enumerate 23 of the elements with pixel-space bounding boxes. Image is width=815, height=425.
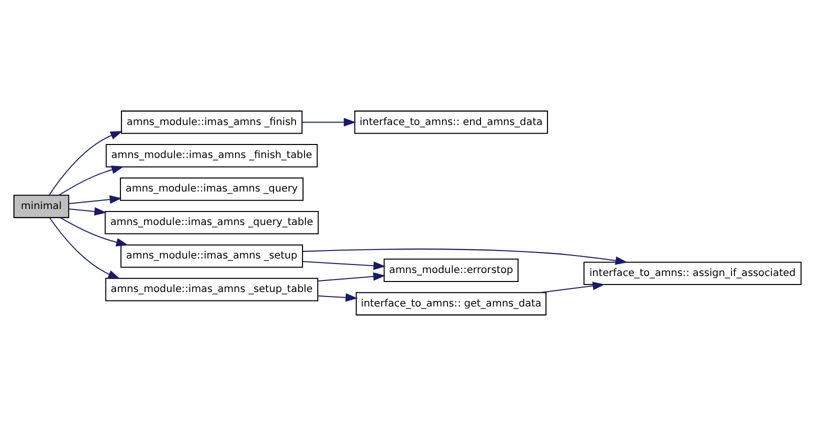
- node-box: amns_module::imas_amns _query: [120, 177, 304, 200]
- node-box: amns_module::imas_amns _setup: [120, 244, 304, 268]
- arrow: [60, 216, 128, 246]
- node-box: interface_to_amns:: get_amns_data: [356, 292, 546, 315]
- arrow: [49, 217, 120, 278]
- node-box: minimal: [13, 194, 70, 218]
- node-box: amns_module::imas_amns _query_table: [104, 210, 319, 234]
- arrow: [318, 272, 386, 282]
- node-box: amns_module::imas_amns _finish_table: [106, 144, 318, 167]
- node-box: amns_module::imas_amns _setup_table: [105, 277, 318, 301]
- node-box: amns_module::errorstop: [384, 258, 519, 282]
- node-box: interface_to_amns:: assign_if_associated: [584, 261, 802, 285]
- node-box: interface_to_amns:: end_amns_data: [354, 110, 548, 134]
- node-box: amns_module::imas_amns _finish: [120, 110, 303, 134]
- arrow: [302, 260, 386, 270]
- arrow: [68, 194, 122, 204]
- arrow: [68, 206, 107, 216]
- arrow: [58, 165, 124, 196]
- arrow: [318, 292, 358, 302]
- arrow: [48, 130, 123, 195]
- arrow: [302, 248, 628, 264]
- arrow: [302, 117, 356, 126]
- arrow: [540, 281, 605, 293]
